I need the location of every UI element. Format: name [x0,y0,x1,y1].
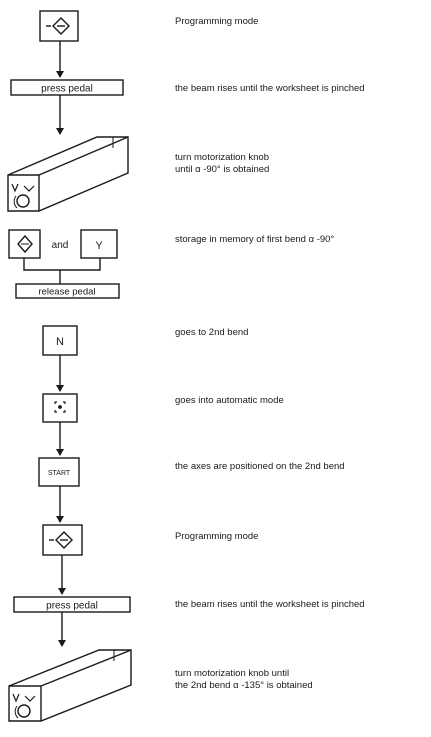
step-description: the beam rises until the worksheet is pi… [175,599,365,610]
press-pedal-box-2[interactable] [13,596,131,613]
and-joiner-label: and [52,240,69,251]
release-pedal-label: release pedal [38,287,95,298]
step-description: goes to 2nd bend [175,327,249,338]
motorized-beam-knob-icon [7,136,129,212]
diamond-store-icon [17,234,33,254]
step-description: Programming mode [175,16,259,27]
automatic-mode-icon [54,401,66,413]
automatic-mode-key[interactable] [42,393,78,423]
store-key[interactable] [8,229,41,259]
press-pedal-label: press pedal [41,84,93,95]
start-key-box[interactable] [38,457,80,487]
step-description-line: until α -90° is obtained [175,164,270,175]
y-key-label: Y [95,240,103,252]
press-pedal-label-2: press pedal [46,601,98,612]
programming-mode-diamond-icon [55,531,73,549]
y-key-box[interactable] [80,229,118,259]
step-description: the axes are positioned on the 2nd bend [175,461,345,472]
step-description: turn motorization knob until α -90° is o… [175,152,269,176]
step-description: goes into automatic mode [175,395,284,406]
step-description: turn motorization knob until the 2nd ben… [175,668,313,692]
step-description-line: the 2nd bend α -135° is obtained [175,680,313,691]
n-key-box[interactable] [42,325,78,356]
press-pedal-box[interactable] [10,79,124,96]
step-description: Programming mode [175,531,259,542]
programming-mode-diamond-icon [52,17,70,35]
combination-bracket [23,258,101,271]
step-description-line: turn motorization knob [175,152,269,163]
release-pedal-box[interactable] [15,283,120,299]
n-key-label: N [56,336,64,348]
start-key-label: START [48,470,71,477]
programming-mode-key[interactable] [39,10,79,42]
step-description: the beam rises until the worksheet is pi… [175,83,365,94]
step-description: storage in memory of first bend α -90° [175,234,335,245]
programming-mode-key-2[interactable] [42,524,83,556]
step-description-line: turn motorization knob until [175,668,290,679]
motorized-beam-knob-icon-2 [8,649,132,722]
